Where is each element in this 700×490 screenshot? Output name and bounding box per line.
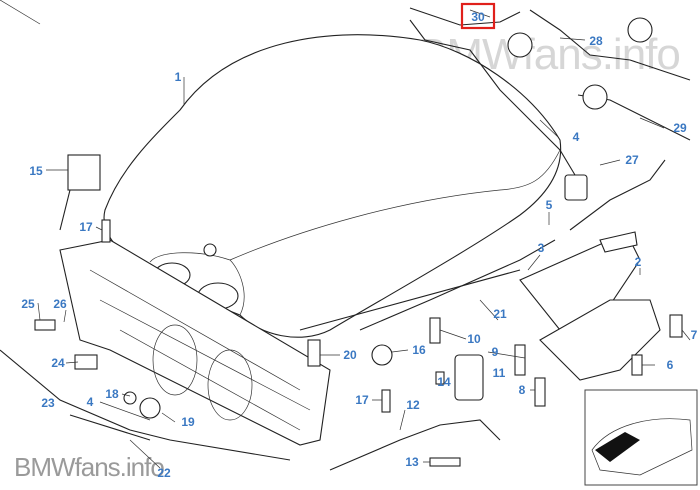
part-label-4[interactable]: 4 (87, 395, 94, 409)
part-label-15[interactable]: 15 (29, 164, 43, 178)
part-label-13[interactable]: 13 (405, 455, 419, 469)
part-label-8[interactable]: 8 (519, 383, 526, 397)
part-label-24[interactable]: 24 (51, 356, 65, 370)
front-frame (59, 154, 331, 446)
part-label-1[interactable]: 1 (175, 70, 182, 84)
part-label-30[interactable]: 30 (471, 10, 485, 24)
part-label-19[interactable]: 19 (181, 415, 195, 429)
leader-lines (0, 0, 691, 469)
part-label-25[interactable]: 25 (21, 297, 35, 311)
part-label-22[interactable]: 22 (157, 466, 171, 480)
part-label-17[interactable]: 17 (79, 220, 93, 234)
part-label-27[interactable]: 27 (625, 153, 639, 167)
part-label-29[interactable]: 29 (673, 121, 687, 135)
part-label-23[interactable]: 23 (41, 396, 55, 410)
part-label-18[interactable]: 18 (105, 387, 119, 401)
part-label-26[interactable]: 26 (53, 297, 67, 311)
part-label-5[interactable]: 5 (546, 198, 553, 212)
part-label-16[interactable]: 16 (412, 343, 426, 357)
location-inset (584, 389, 698, 486)
part-label-11[interactable]: 11 (493, 366, 506, 380)
part-label-10[interactable]: 10 (467, 332, 481, 346)
part-label-2[interactable]: 2 (635, 255, 642, 269)
part-label-9[interactable]: 9 (492, 345, 499, 359)
part-label-28[interactable]: 28 (589, 34, 603, 48)
watermark-bottom: BMWfans.info (14, 452, 165, 482)
part-label-14[interactable]: 14 (437, 375, 451, 389)
part-label-20[interactable]: 20 (343, 348, 357, 362)
hardware-parts (0, 219, 683, 471)
part-label-4[interactable]: 4 (573, 130, 580, 144)
part-label-7[interactable]: 7 (691, 328, 698, 342)
highlight-box (460, 2, 496, 30)
part-label-12[interactable]: 12 (406, 398, 420, 412)
part-label-6[interactable]: 6 (667, 358, 674, 372)
seal-strips (359, 7, 691, 331)
part-label-17[interactable]: 17 (355, 393, 369, 407)
part-label-3[interactable]: 3 (538, 241, 545, 255)
part-label-21[interactable]: 21 (493, 307, 507, 321)
